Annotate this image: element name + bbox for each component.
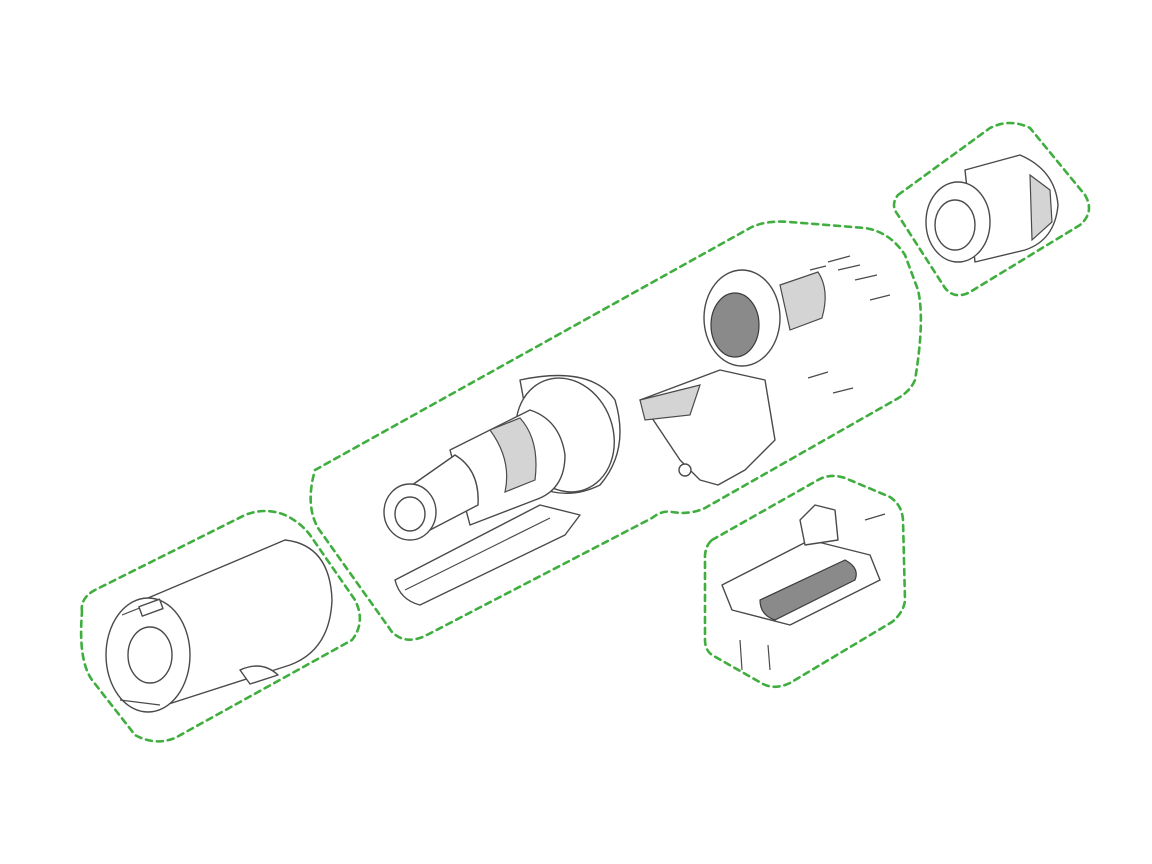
motor-handle-body	[639, 269, 826, 486]
post-motor-filter-cap	[925, 154, 1059, 263]
battery-group-outline	[703, 474, 907, 689]
battery-pack	[721, 504, 886, 671]
bin-group-outline	[79, 509, 362, 743]
bin-cylinder	[105, 539, 333, 713]
filter-cap-group-outline	[892, 121, 1091, 297]
main-body-group-outline	[309, 220, 923, 641]
screws-handle	[807, 255, 891, 394]
bin-lid-tray	[394, 504, 581, 606]
cyclone-assembly	[383, 374, 621, 541]
